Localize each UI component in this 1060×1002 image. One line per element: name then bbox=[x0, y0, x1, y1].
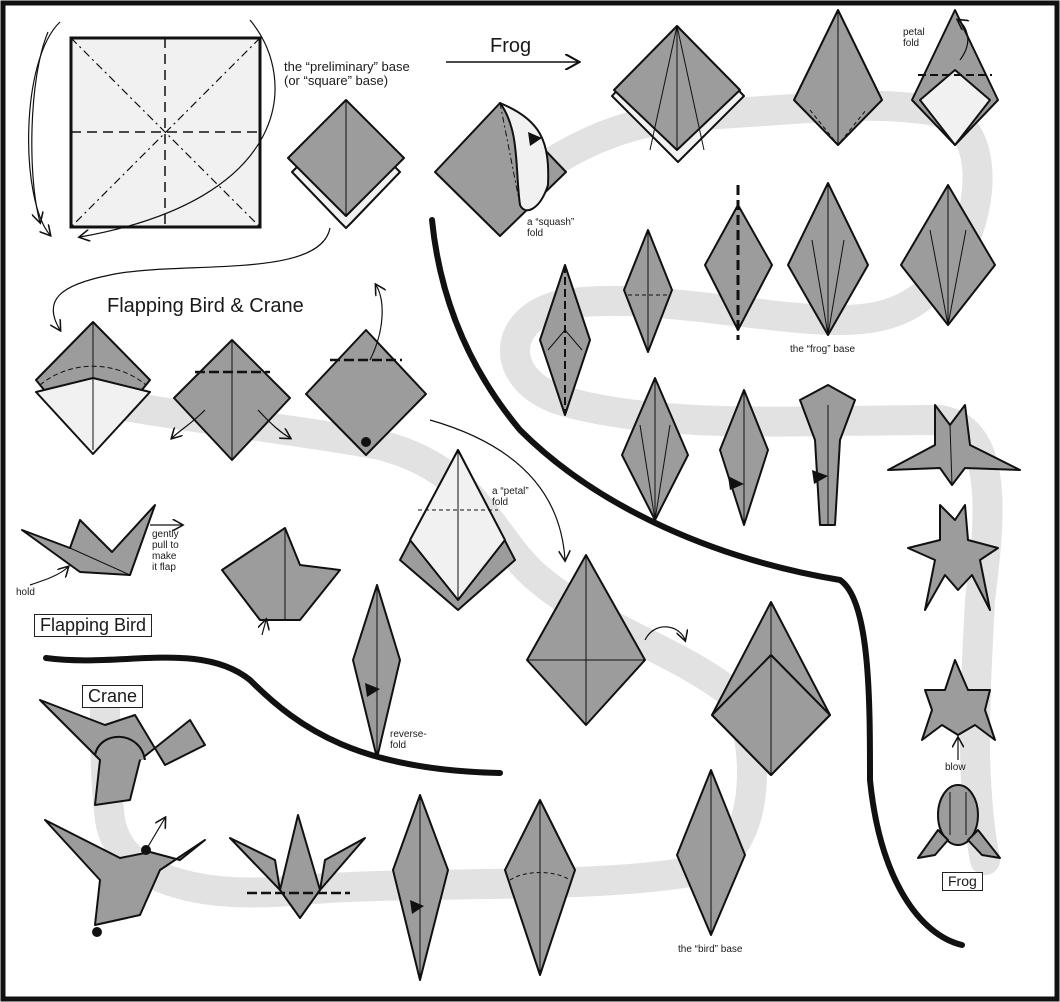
blow-label: blow bbox=[945, 763, 966, 774]
preliminary-base-label-2: (or “square” base) bbox=[284, 74, 388, 88]
gently-label-4: it flap bbox=[152, 563, 176, 574]
crane-box: Crane bbox=[82, 685, 143, 708]
squash-fold-label-1: a “squash” bbox=[527, 218, 574, 229]
reverse-fold-label-2: fold bbox=[390, 741, 406, 752]
hold-label: hold bbox=[16, 588, 35, 599]
reverse-fold-label-1: reverse- bbox=[390, 730, 427, 741]
squash-fold-label-2: fold bbox=[527, 229, 543, 240]
frog-title: Frog bbox=[490, 36, 531, 57]
flapping-crane-title: Flapping Bird & Crane bbox=[107, 296, 304, 317]
flapping-bird-box: Flapping Bird bbox=[34, 614, 152, 637]
gently-label-1: gently bbox=[152, 530, 179, 541]
petal-fold-label-1: petal bbox=[903, 28, 925, 39]
bird-base-label: the “bird” base bbox=[678, 945, 742, 956]
frog-base-label: the “frog” base bbox=[790, 345, 855, 356]
petal-fold-label-mid-2: fold bbox=[492, 498, 508, 509]
frog-box: Frog bbox=[942, 872, 983, 891]
square-sheet bbox=[71, 38, 260, 227]
petal-fold-label-mid-1: a “petal” bbox=[492, 487, 529, 498]
preliminary-base-label-1: the “preliminary” base bbox=[284, 60, 410, 74]
gently-label-3: make bbox=[152, 552, 176, 563]
petal-fold-label-2: fold bbox=[903, 39, 919, 50]
gently-label-2: pull to bbox=[152, 541, 179, 552]
